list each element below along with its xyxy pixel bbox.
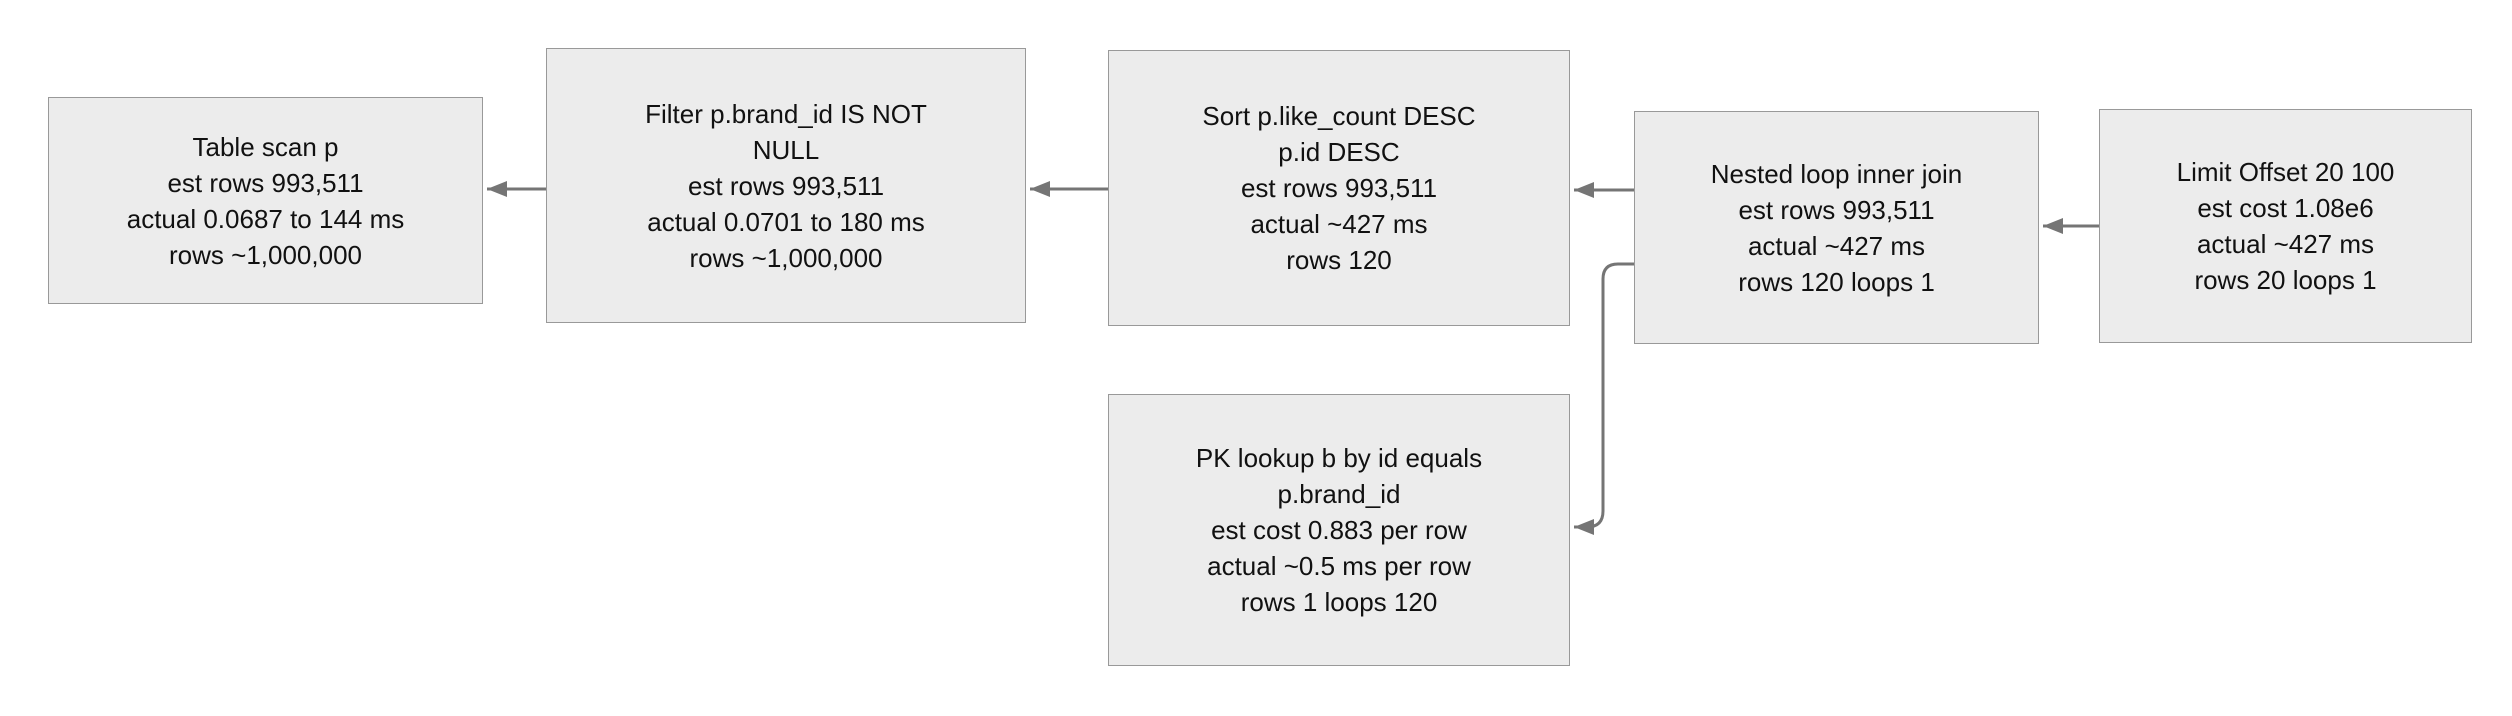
plan-node-table-scan: Table scan p est rows 993,511 actual 0.068… — [48, 97, 483, 304]
plan-node-line: rows 20 loops 1 — [2194, 265, 2377, 295]
plan-node-line: actual ~0.5 ms per row — [1207, 551, 1471, 581]
plan-node-line: est rows 993,511 — [1738, 194, 1935, 225]
plan-node-line: est rows 993,511 — [167, 167, 364, 198]
plan-node-sort: Sort p.like_count DESC p.id DESC est rows … — [1108, 50, 1570, 326]
plan-node-line: actual ~427 ms — [2196, 229, 2375, 259]
plan-node-line: p.id DESC — [1278, 137, 1400, 167]
plan-node-line: Nested loop inner join — [1710, 158, 1963, 189]
plan-node-line: rows 120 loops 1 — [1738, 266, 1935, 297]
plan-node-line: rows ~1,000,000 — [689, 242, 883, 273]
plan-node-line: p.brand_id — [1277, 479, 1401, 509]
plan-node-line: est cost 1.08e6 — [2197, 193, 2374, 223]
edge-nested-loop-to-pk-lookup — [1574, 262, 1634, 535]
plan-node-line: est cost 0.883 per row — [1211, 515, 1467, 545]
plan-node-line: NULL — [752, 134, 820, 165]
plan-node-line: est rows 993,511 — [1240, 173, 1438, 203]
plan-node-line: est rows 993,511 — [687, 170, 885, 201]
plan-node-line: rows ~1,000,000 — [169, 239, 362, 270]
plan-node-filter: Filter p.brand_id IS NOT NULL est rows 993… — [546, 48, 1026, 323]
plan-node-line: actual ~427 ms — [1250, 209, 1428, 239]
plan-node-line: Table scan p — [192, 131, 339, 162]
plan-node-line: rows 120 — [1286, 245, 1392, 275]
plan-node-line: PK lookup b by id equals — [1195, 443, 1483, 473]
plan-node-line: actual ~427 ms — [1747, 230, 1926, 261]
plan-node-line: Filter p.brand_id IS NOT — [645, 98, 927, 129]
plan-node-line: Sort p.like_count DESC — [1202, 101, 1476, 131]
plan-node-line: actual 0.0687 to 144 ms — [126, 203, 405, 234]
plan-node-limit: Limit Offset 20 100 est cost 1.08e6 actual… — [2099, 109, 2472, 343]
plan-node-line: rows 1 loops 120 — [1240, 587, 1438, 617]
plan-node-nested-loop: Nested loop inner join est rows 993,511 ac… — [1634, 111, 2039, 344]
plan-node-line: actual 0.0701 to 180 ms — [647, 206, 925, 237]
plan-node-line: Limit Offset 20 100 — [2176, 157, 2395, 187]
